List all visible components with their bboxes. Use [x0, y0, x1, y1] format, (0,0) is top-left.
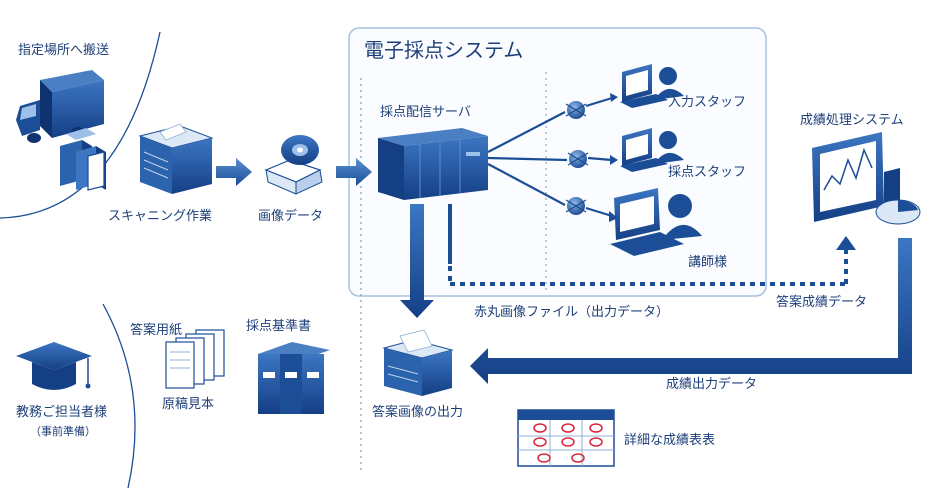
label-grading-criteria: 採点基準書	[246, 319, 312, 334]
label-input-staff: 入力スタッフ	[668, 95, 747, 110]
globe-spokes	[565, 103, 589, 213]
arrow-scan-to-image	[216, 158, 252, 186]
printer-icon	[382, 329, 454, 396]
label-prep: （事前準備）	[30, 425, 96, 438]
dotted-arrowhead	[836, 236, 856, 250]
arc-bottom-left	[102, 303, 136, 489]
binders-icon	[258, 342, 330, 414]
distribution-arrowheads	[609, 93, 618, 222]
arrow-grade-return	[470, 238, 912, 384]
label-instructor: 講師様	[688, 255, 728, 270]
scanner-icon	[138, 123, 214, 194]
label-answer-image-output: 答案画像の出力	[372, 405, 464, 420]
label-ship-to-site: 指定場所へ搬送	[18, 43, 110, 58]
report-sheet-icon	[517, 409, 615, 467]
arrow-server-to-output	[400, 204, 434, 318]
label-red-image-file: 赤丸画像ファイル（出力データ）	[474, 305, 670, 320]
computer-icon	[610, 188, 702, 256]
label-teacher: 教務ご担当者様	[16, 405, 108, 420]
label-server: 採点配信サーバ	[380, 105, 471, 120]
arrow-image-to-server	[336, 158, 372, 186]
label-grade-system: 成績処理システム	[800, 113, 904, 128]
label-grade-output-data: 成績出力データ	[666, 377, 758, 392]
label-system-title: 電子採点システム	[364, 38, 524, 62]
truck-icon	[16, 70, 104, 143]
label-answer-grade-data: 答案成績データ	[776, 295, 868, 310]
server-icon	[378, 128, 488, 200]
boxes-icon	[60, 128, 106, 191]
computer-icon	[620, 128, 684, 172]
label-answer-sheet: 答案用紙	[130, 323, 183, 338]
label-manuscript-sample: 原稿見本	[162, 397, 215, 412]
disc-icon	[264, 135, 323, 195]
computer-icon	[620, 64, 684, 108]
monitor-chart-icon	[812, 132, 921, 225]
label-detailed-report: 詳細な成績表表	[624, 433, 716, 448]
label-grading-staff: 採点スタッフ	[668, 165, 747, 180]
graduation-cap-icon	[16, 342, 92, 390]
distribution-arrows	[487, 96, 613, 218]
label-scanning: スキャニング作業	[108, 209, 213, 224]
label-image-data: 画像データ	[258, 209, 324, 224]
documents-icon	[165, 329, 225, 389]
dotted-path	[448, 204, 452, 264]
